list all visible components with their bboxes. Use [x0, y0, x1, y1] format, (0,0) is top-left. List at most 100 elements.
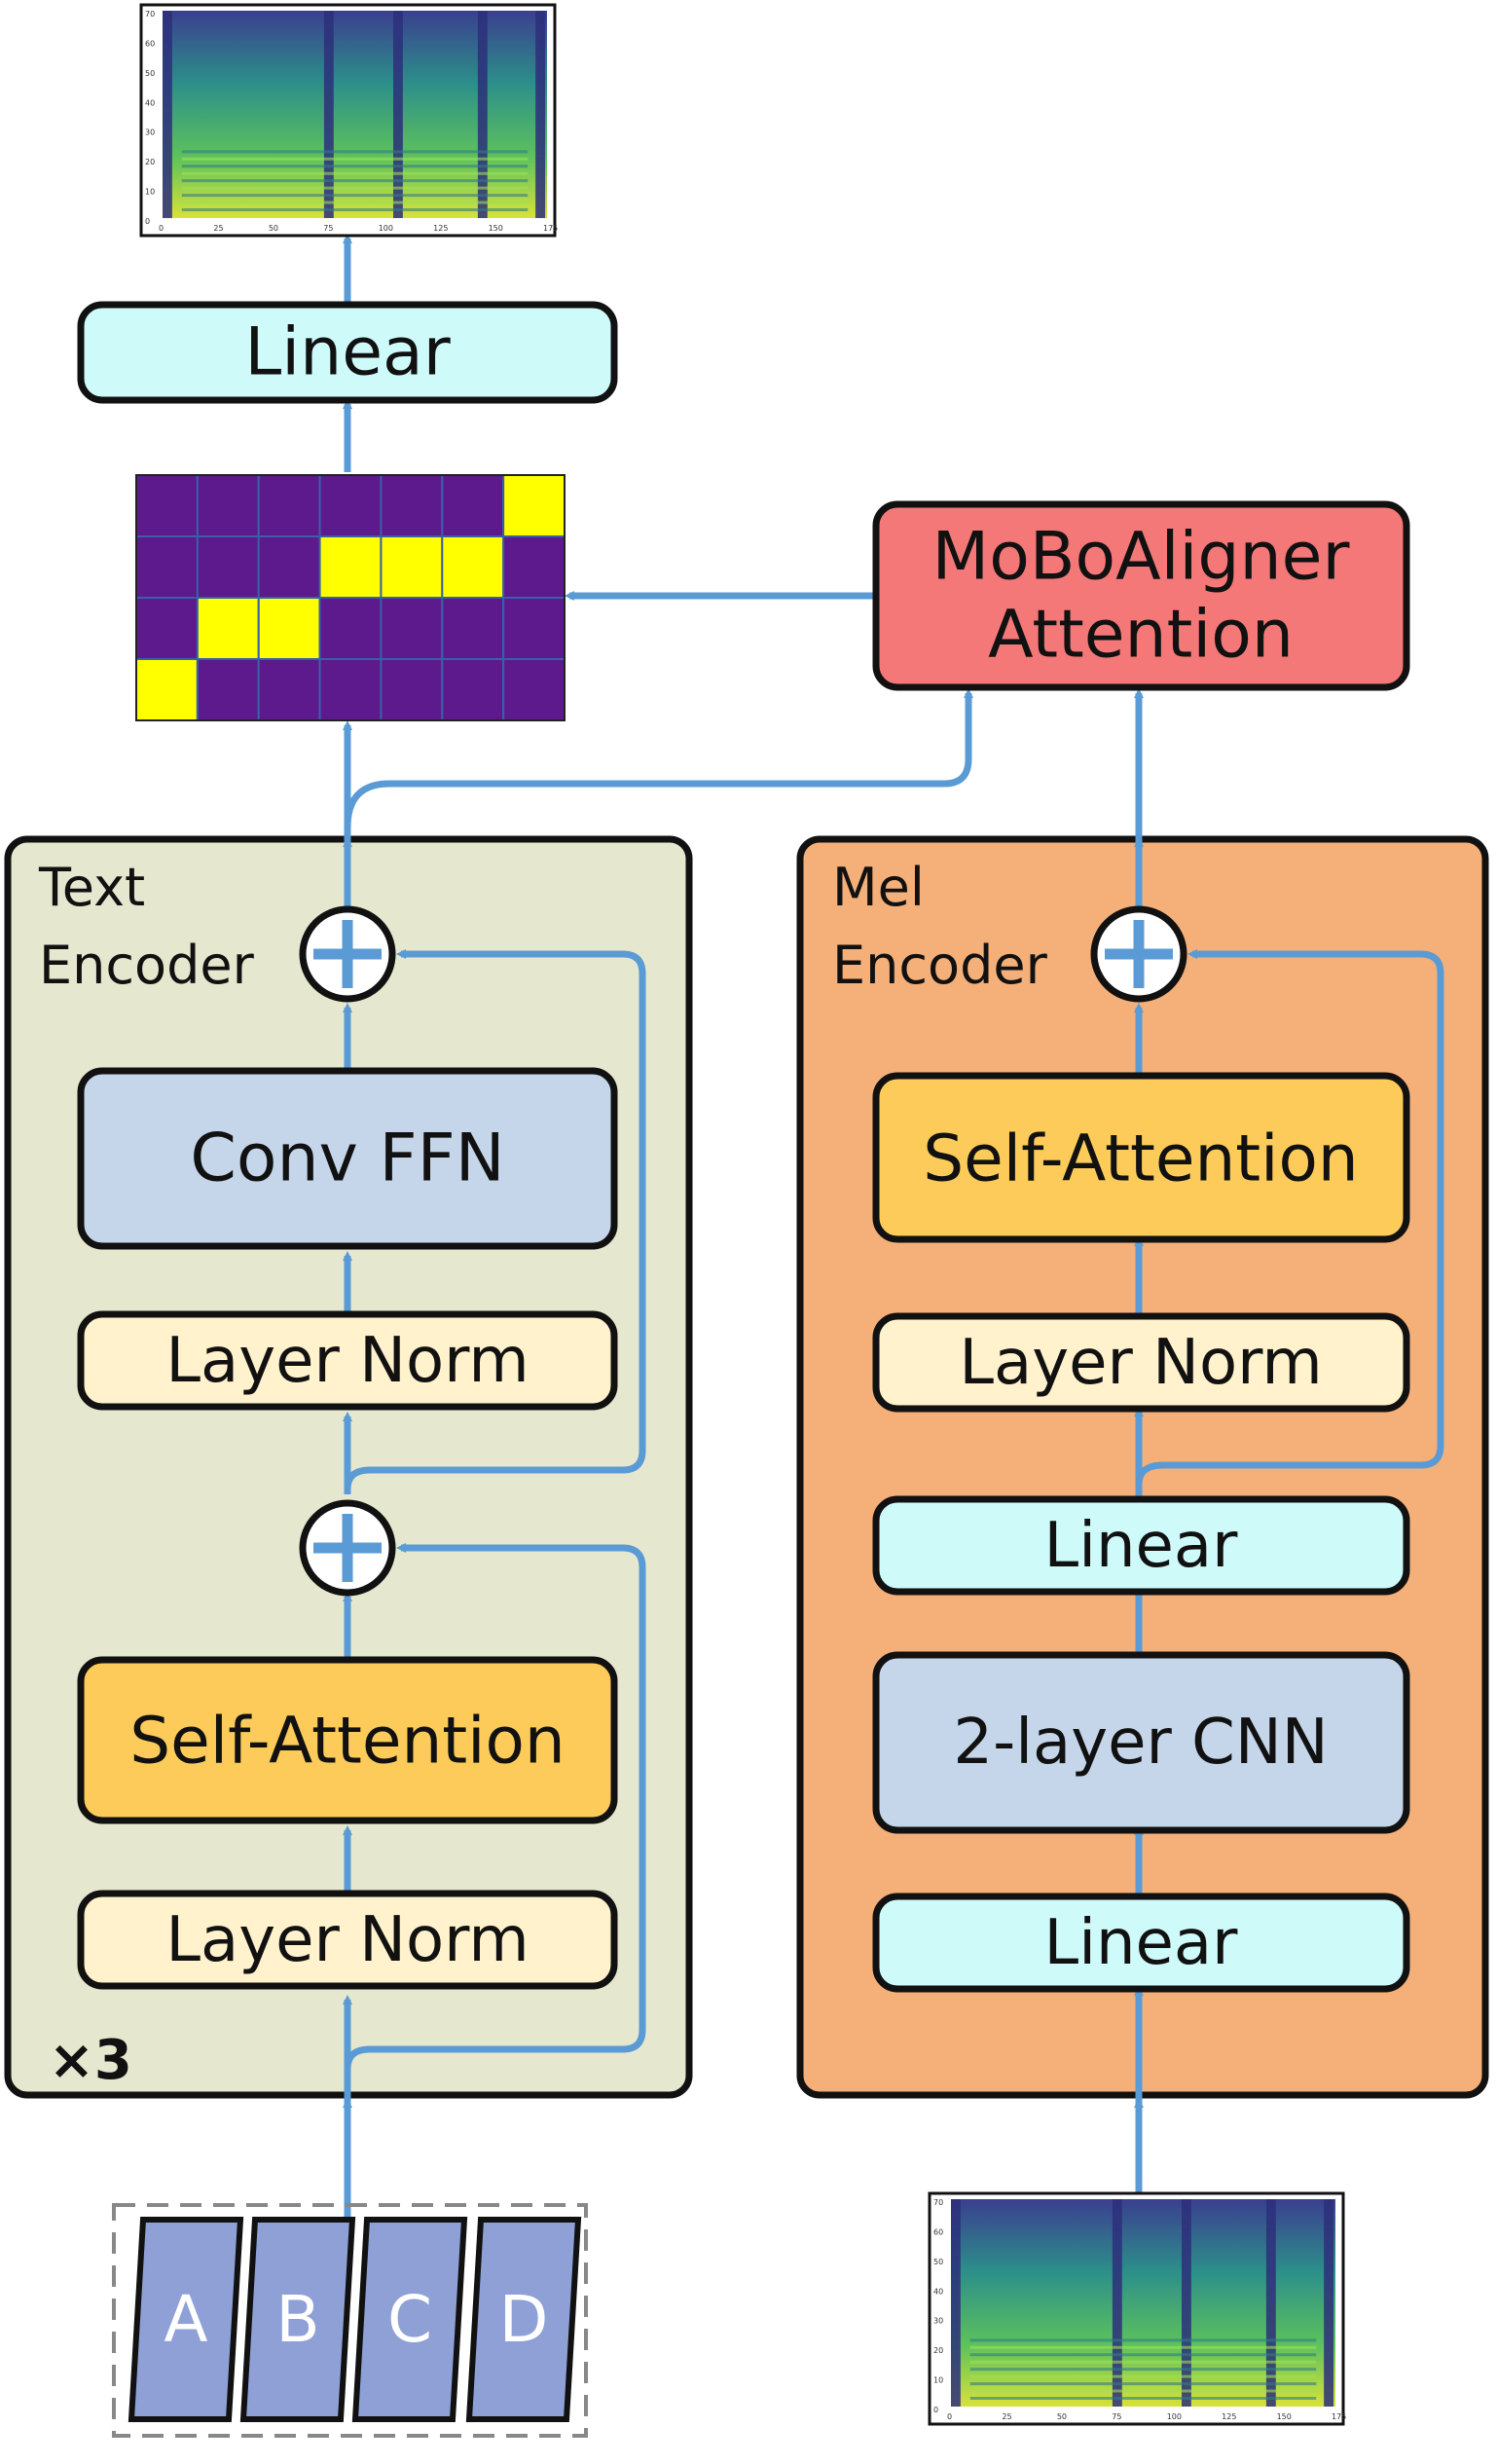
matrix-cell [135, 597, 199, 660]
mel-layer-norm-label: Layer Norm [959, 1327, 1322, 1399]
matrix-cell [318, 597, 383, 660]
matrix-cell [257, 474, 321, 537]
matrix-cell [380, 474, 444, 537]
mel-linear-bottom: Linear [872, 1893, 1410, 1993]
token-group-border [112, 2203, 588, 2438]
mel-self-attention-label: Self-Attention [923, 1122, 1358, 1196]
spectrogram-x-tick: 25 [213, 224, 223, 233]
spectrogram-x-tick: 25 [1002, 2412, 1011, 2421]
spectrogram-x-tick: 125 [1222, 2412, 1236, 2421]
spectrogram-y-tick: 10 [145, 188, 155, 197]
matrix-cell [196, 597, 260, 660]
spectrogram-y-tick: 60 [933, 2227, 943, 2236]
matrix-cell [135, 535, 199, 599]
spectrogram-band [1182, 2199, 1191, 2407]
matrix-cell [380, 535, 444, 599]
moboaligner-attention: MoBoAligner Attention [872, 500, 1410, 691]
spectrogram-y-tick: 70 [933, 2198, 943, 2207]
plus-icon [313, 1514, 382, 1582]
matrix-cell [135, 474, 199, 537]
spectrogram-y-tick: 50 [145, 69, 155, 78]
spectrogram-band [1112, 2199, 1122, 2407]
mel-encoder-title-line2: Encoder [832, 935, 1048, 996]
matrix-cell [196, 535, 260, 599]
token-box [128, 2217, 244, 2422]
plus-icon [313, 920, 382, 988]
matrix-cell [135, 658, 199, 721]
spectrogram-band [393, 11, 403, 218]
mel-layer-norm: Layer Norm [872, 1312, 1410, 1413]
spectrogram-y-tick: 40 [145, 98, 155, 107]
text-self-attention: Self-Attention [77, 1656, 618, 1824]
spectrogram-x-tick: 100 [379, 224, 393, 233]
alignment-matrix-border [135, 474, 566, 721]
token-label: C [387, 2282, 432, 2357]
mel-self-attention: Self-Attention [872, 1072, 1410, 1243]
connectors [343, 234, 1444, 2278]
spectrogram-band [1265, 2199, 1276, 2407]
token-label: A [164, 2282, 207, 2357]
aligner-label-line2: Attention [988, 597, 1294, 674]
text-add-circle-top [299, 905, 396, 1003]
spectrogram-y-tick: 60 [145, 39, 155, 48]
matrix-cell [441, 658, 505, 721]
spectrogram-x-tick: 150 [489, 224, 503, 233]
matrix-cell [502, 535, 566, 599]
aligner-label-line1: MoBoAligner [932, 519, 1350, 596]
mel-encoder-title-line1: Mel [832, 857, 925, 918]
matrix-cell [196, 658, 260, 721]
alignment-matrix [135, 474, 566, 721]
spectrogram-y-tick: 30 [933, 2317, 943, 2326]
matrix-cell [502, 658, 566, 721]
spectrogram-band [951, 2199, 961, 2407]
text-layer-norm-bottom-label: Layer Norm [165, 1904, 529, 1976]
mel-linear-top-label: Linear [1044, 1510, 1239, 1582]
spectrogram-x-tick: 150 [1277, 2412, 1292, 2421]
spectrogram-band [323, 11, 334, 218]
mel-cnn-label: 2-layer CNN [953, 1707, 1328, 1779]
mel-cnn: 2-layer CNN [872, 1651, 1410, 1834]
spectrogram-y-tick: 40 [933, 2287, 943, 2296]
text-conv-ffn: Conv FFN [77, 1067, 618, 1250]
matrix-cell [380, 658, 444, 721]
spectrogram-band [163, 11, 172, 218]
spectrogram-y-tick: 30 [145, 129, 155, 137]
matrix-cell [441, 474, 505, 537]
matrix-cell [318, 658, 383, 721]
text-encoder-title-line1: Text [38, 857, 145, 918]
text-conv-ffn-label: Conv FFN [190, 1121, 504, 1197]
spectrogram-x-tick: 50 [269, 224, 278, 233]
spectrogram-x-tick: 125 [433, 224, 448, 233]
text-add-circle-bottom [299, 1499, 396, 1597]
output-linear-label: Linear [244, 314, 450, 391]
matrix-cell [502, 474, 566, 537]
matrix-cell [318, 535, 383, 599]
text-layer-norm-bottom: Layer Norm [77, 1890, 618, 1990]
spectrogram-band [535, 11, 546, 218]
text-encoder-title-line2: Encoder [39, 935, 255, 996]
spectrogram-x-tick: 0 [159, 224, 164, 233]
spectrogram-y-tick: 70 [145, 10, 155, 18]
text-layer-norm-top-label: Layer Norm [165, 1325, 529, 1397]
token-box [239, 2217, 356, 2422]
spectrogram-y-tick: 10 [933, 2376, 943, 2385]
mel-add-circle [1090, 905, 1187, 1003]
text-self-attention-label: Self-Attention [129, 1704, 565, 1779]
spectrogram-y-tick: 0 [933, 2406, 938, 2414]
spectrogram-x-tick: 175 [1332, 2412, 1346, 2421]
spectrogram-y-tick: 20 [933, 2346, 943, 2355]
spectrogram-x-tick: 75 [1112, 2412, 1121, 2421]
spectrogram-band [1324, 2199, 1334, 2407]
spectrogram-y-tick: 50 [933, 2258, 943, 2266]
output-linear: Linear [77, 301, 618, 404]
matrix-cell [441, 535, 505, 599]
matrix-cell [257, 535, 321, 599]
spectrogram-x-tick: 75 [323, 224, 333, 233]
spectrogram-x-tick: 0 [947, 2412, 952, 2421]
matrix-cell [196, 474, 260, 537]
plus-icon [1105, 920, 1173, 988]
repeat-count: ×3 [49, 2029, 132, 2092]
